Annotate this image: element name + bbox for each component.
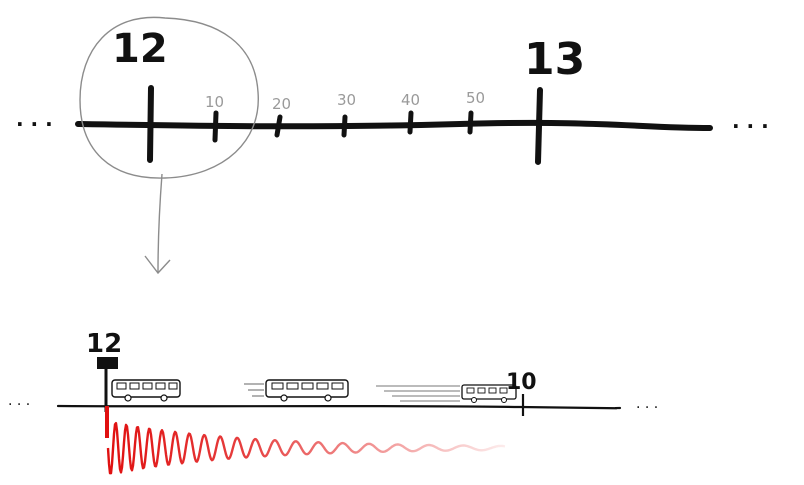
zoom-timeline-axis	[56, 404, 622, 410]
zoomed-timeline: · · · · · · 12 10	[8, 329, 658, 475]
minute-label-50: 50	[466, 89, 485, 107]
top-timeline: · · · · · · 12 13 10 20 30 40 50	[16, 16, 769, 275]
bus-icon	[111, 379, 181, 402]
minute-label-30: 30	[337, 91, 356, 109]
minute-tick-10	[212, 110, 219, 143]
minute-label-40: 40	[401, 91, 420, 109]
timeline-axis	[75, 119, 713, 131]
decay-wave	[106, 422, 506, 475]
magnify-circle-icon	[79, 16, 259, 179]
arrow-down-icon	[144, 173, 171, 275]
zoom-continuation-dots-left: · · ·	[8, 397, 30, 413]
zoom-continuation-dots-right: · · ·	[636, 400, 658, 416]
continuation-dots-right: · · ·	[732, 114, 769, 138]
hour-tick-13	[535, 87, 543, 165]
minute-tick-30	[341, 114, 348, 138]
minute-tick-40	[407, 110, 414, 135]
minute-label-20: 20	[272, 95, 291, 113]
continuation-dots-left: · · ·	[16, 112, 53, 136]
zoom-hour-label-12: 12	[86, 329, 122, 359]
hour-tick-12	[147, 85, 154, 163]
hour-label-12: 12	[112, 26, 168, 72]
minute-label-10: 10	[205, 93, 224, 111]
hour-marker-flag	[97, 357, 118, 369]
zoom-minute-label-10: 10	[506, 370, 537, 395]
bus-icon	[376, 384, 517, 403]
minute-tick-20	[274, 114, 283, 138]
minute-tick-50	[467, 110, 474, 135]
bus-icon	[244, 379, 349, 402]
hour-label-13: 13	[524, 34, 585, 85]
